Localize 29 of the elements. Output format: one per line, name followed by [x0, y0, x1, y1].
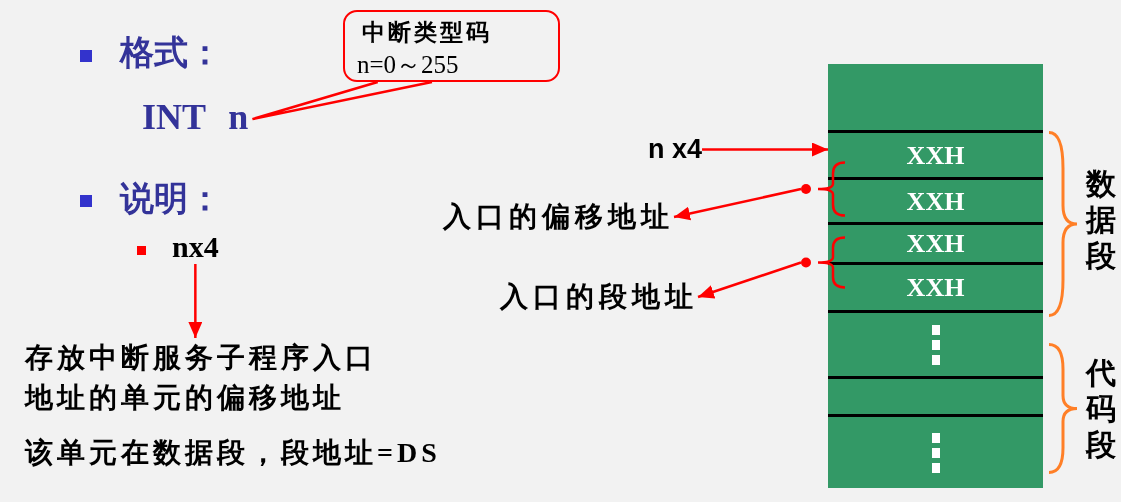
memory-cell [828, 64, 1043, 130]
arrow [188, 264, 203, 338]
instruction-text: INT n [142, 96, 255, 138]
formula-text: nx4 [172, 230, 219, 264]
pointer-label: n x4 [648, 134, 703, 165]
memory-cell [828, 414, 1043, 488]
callout-box [343, 10, 560, 82]
address-label: 入口的段地址 [500, 278, 698, 316]
brace-icon [801, 236, 845, 289]
note-text: 该单元在数据段，段地址=DS [25, 436, 441, 470]
memory-cell [828, 376, 1043, 414]
memory-cell: XXH [828, 130, 1043, 178]
segment-label: 数据段 [1086, 166, 1117, 274]
segment-label: 代码段 [1086, 355, 1117, 463]
brace-icon [801, 161, 845, 217]
callout-pointer [251, 80, 434, 121]
description-text: 存放中断服务子程序入口地址的单元的偏移地址 [25, 338, 397, 418]
arrow [673, 187, 802, 221]
callout-heading: 中断类型码 [362, 19, 492, 47]
memory-cell: XXH [828, 262, 1043, 310]
address-label: 入口的偏移地址 [443, 198, 674, 236]
memory-cell [828, 310, 1043, 376]
arrow [697, 261, 802, 299]
heading-text: 格式： [120, 33, 222, 73]
memory-cell: XXH [828, 222, 1043, 263]
memory-cell: XXH [828, 177, 1043, 223]
heading-text: 说明： [120, 179, 222, 219]
arrow [702, 142, 828, 157]
callout-text: n=0～255 [357, 50, 459, 80]
